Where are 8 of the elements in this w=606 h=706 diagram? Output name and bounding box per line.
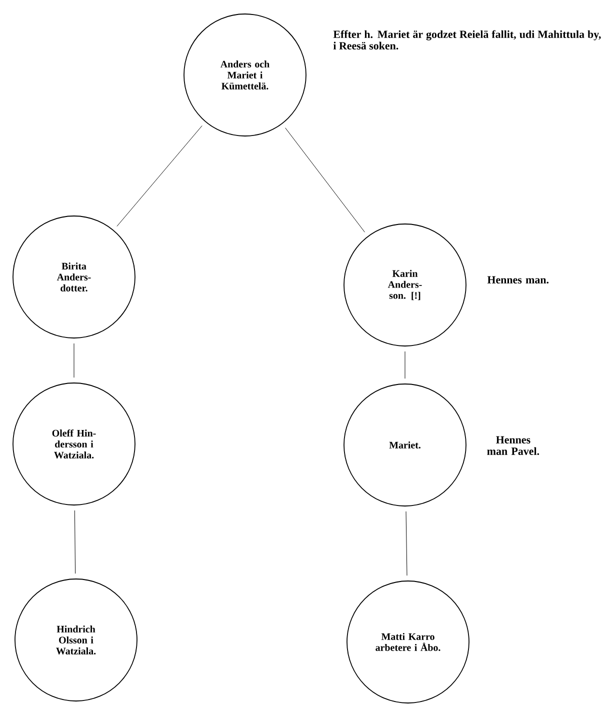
connector-line — [404, 351, 406, 379]
connector-line — [406, 511, 408, 576]
annotation-text: Hennes man. — [487, 276, 548, 284]
connector-line — [285, 128, 365, 232]
connector-line — [74, 510, 76, 574]
connector-line — [116, 125, 202, 227]
annotation-text: Hennes man Pavel. — [487, 436, 540, 455]
annotation-text: Effter h. Mariet är godzet Reielä fallit, udi Mahittula by, i Reesä soken. — [333, 30, 601, 50]
